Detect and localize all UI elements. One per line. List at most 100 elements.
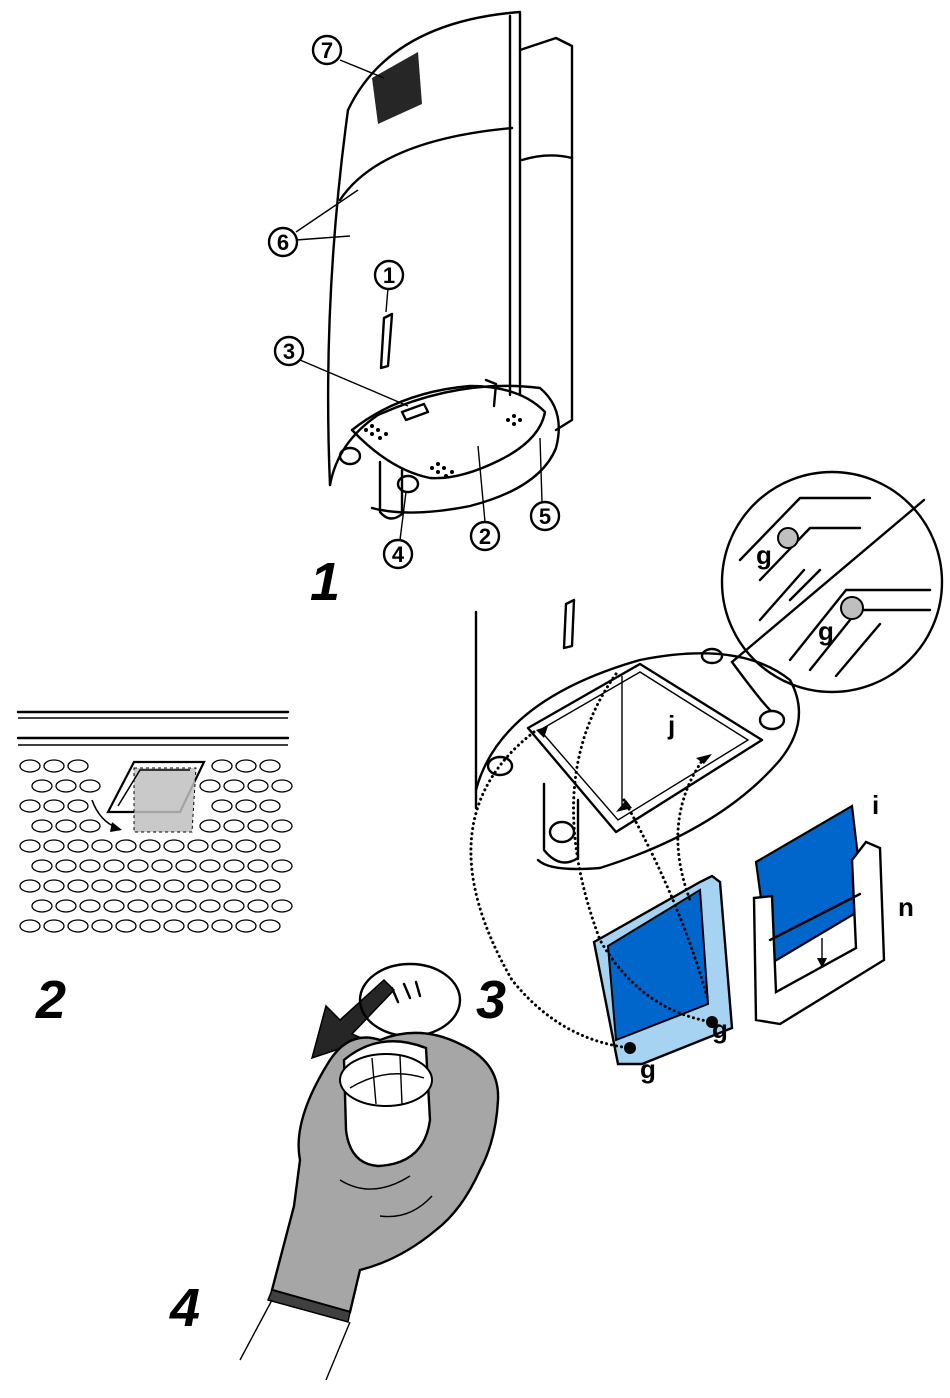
callout-6: 6 xyxy=(269,228,297,256)
perforation-hole xyxy=(56,820,76,832)
svg-text:6: 6 xyxy=(277,230,289,255)
perforation-hole xyxy=(212,840,232,852)
hood-slider-small xyxy=(564,600,574,648)
perforation-hole xyxy=(200,860,220,872)
perforation-hole xyxy=(260,800,280,812)
perforation-hole xyxy=(92,880,112,892)
perforation-hole xyxy=(188,920,208,932)
callout-7: 7 xyxy=(313,36,341,64)
perforation-hole xyxy=(32,860,52,872)
perforation-hole xyxy=(236,920,256,932)
perforation-hole xyxy=(56,900,76,912)
perforation-hole xyxy=(68,840,88,852)
perforation-hole xyxy=(80,900,100,912)
callout-2: 2 xyxy=(471,522,499,550)
perforation-hole xyxy=(212,920,232,932)
control-slider xyxy=(381,314,392,368)
callout-5: 5 xyxy=(531,502,559,530)
perforation-hole xyxy=(248,900,268,912)
hood-back-seam xyxy=(522,155,572,160)
perforation-hole xyxy=(32,820,52,832)
callout-4: 4 xyxy=(384,540,412,568)
perforation-hole xyxy=(176,900,196,912)
perforation-hole xyxy=(44,880,64,892)
perforation-hole xyxy=(236,760,256,772)
perforation-hole xyxy=(272,900,292,912)
label-j: j xyxy=(667,710,675,740)
perforation-hole xyxy=(176,860,196,872)
step-number-4: 4 xyxy=(169,1278,200,1338)
perforation-hole xyxy=(44,840,64,852)
perforation-hole xyxy=(224,860,244,872)
perforation-hole xyxy=(68,880,88,892)
step-number-2: 2 xyxy=(35,970,66,1030)
label-g-lower-right: g xyxy=(712,1014,728,1044)
perforation-hole xyxy=(32,900,52,912)
step-number-1: 1 xyxy=(310,552,340,612)
svg-text:7: 7 xyxy=(321,38,333,63)
figure-4-bulb-replacement xyxy=(240,964,498,1380)
perforation-hole xyxy=(164,920,184,932)
perforation-hole xyxy=(188,880,208,892)
perforation-hole xyxy=(152,860,172,872)
hood-bottom-base xyxy=(330,386,559,513)
perforation-hole xyxy=(188,840,208,852)
perforation-hole xyxy=(164,840,184,852)
hood-back-column xyxy=(520,38,572,430)
bump-top-3 xyxy=(702,649,722,663)
perforation-hole xyxy=(248,780,268,792)
perforation-hole xyxy=(68,760,88,772)
perforation-hole xyxy=(140,840,160,852)
perforation-hole xyxy=(212,760,232,772)
svg-text:1: 1 xyxy=(383,263,395,288)
perforation-hole xyxy=(92,840,112,852)
perforation-hole xyxy=(200,780,220,792)
perforation-hole xyxy=(200,900,220,912)
perforation-hole xyxy=(116,880,136,892)
perforation-hole xyxy=(164,880,184,892)
callout-1: 1 xyxy=(375,261,403,289)
perforation-hole xyxy=(260,840,280,852)
filter-grille-dots xyxy=(364,414,522,478)
perforation-hole xyxy=(128,900,148,912)
perforation-hole xyxy=(260,880,280,892)
label-g-lower-left: g xyxy=(640,1054,656,1084)
left-bump xyxy=(340,448,360,464)
zoom-detail-circle xyxy=(722,472,942,692)
perforation-hole xyxy=(56,860,76,872)
perforation-hole xyxy=(248,860,268,872)
figure-2-latch-detail xyxy=(18,712,292,932)
perforation-hole xyxy=(44,920,64,932)
perforation-hole xyxy=(80,820,100,832)
latch-tab xyxy=(134,768,196,832)
svg-text:4: 4 xyxy=(392,542,405,567)
perforation-hole xyxy=(236,880,256,892)
perforation-hole xyxy=(140,920,160,932)
perforation-hole xyxy=(140,880,160,892)
perforation-hole xyxy=(104,860,124,872)
perforation-hole xyxy=(212,800,232,812)
perforation-hole xyxy=(152,900,172,912)
perforation-hole xyxy=(248,820,268,832)
perforation-hole xyxy=(212,880,232,892)
perforation-hole xyxy=(20,920,40,932)
svg-text:2: 2 xyxy=(479,524,491,549)
callout-3: 3 xyxy=(275,337,303,365)
perforation-hole xyxy=(260,920,280,932)
perforation-hole xyxy=(20,880,40,892)
perforation-hole xyxy=(260,760,280,772)
perforation-hole xyxy=(272,780,292,792)
hood-front-panel-left-edge xyxy=(328,110,348,485)
hood-front-panel xyxy=(348,12,520,395)
retaining-clip-bottom xyxy=(841,597,863,619)
perforation-hole xyxy=(80,860,100,872)
svg-text:3: 3 xyxy=(283,339,295,364)
perforation-hole xyxy=(200,820,220,832)
perforation-hole xyxy=(80,780,100,792)
perforation-hole xyxy=(44,760,64,772)
label-g-zoom-top: g xyxy=(756,540,772,570)
label-n: n xyxy=(898,892,914,922)
perforation-hole xyxy=(272,820,292,832)
perforation-hole xyxy=(272,860,292,872)
label-g-zoom-bottom: g xyxy=(818,616,834,646)
